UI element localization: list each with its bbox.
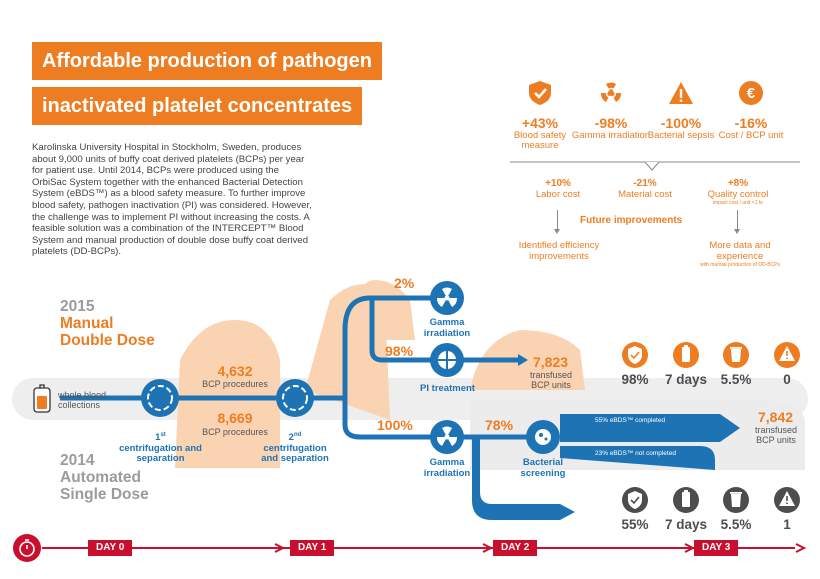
outcome-2014-shelf: 7 days (664, 517, 708, 532)
whole-blood-label: whole blood collections (58, 390, 107, 410)
step1-text: centrifugation and separation (119, 442, 202, 465)
screen-label: Bacterial screening (520, 457, 566, 479)
change-note: impact cost / unit <1 kr (712, 200, 764, 206)
future-left: Identified efficiency improvements (518, 240, 600, 262)
metric-value: -16% (734, 115, 768, 131)
outcome-2015-shelf: 7 days (664, 372, 708, 387)
procedures-2014-label: BCP procedures (202, 427, 268, 437)
metric-cost: € -16% Cost / BCP unit (708, 80, 794, 141)
metric-value: -98% (594, 115, 628, 131)
outcome-2014-discard: 5.5% (720, 517, 752, 532)
year-2015: 2015 (60, 298, 95, 315)
outcome-2014-sepsis: 1 (783, 517, 791, 532)
change-value: +10% (545, 178, 571, 189)
transfused-2014-label: transfused BCP units (754, 425, 798, 445)
year-2014-name: Automated Single Dose (60, 469, 149, 503)
radiation-icon (600, 82, 622, 102)
future-arrow-right (734, 210, 740, 234)
metric-value: +43% (521, 115, 559, 131)
ebds-completed-label: 55% eBDS™ completed (595, 417, 666, 424)
pi-pct: 98% (385, 343, 414, 359)
intro-paragraph: Karolinska University Hospital in Stockh… (32, 142, 312, 258)
change-label: Labor cost (535, 189, 581, 200)
change-labor: +10% Labor cost (518, 178, 598, 200)
transfused-2014: 7,842 (758, 409, 794, 425)
step1-ordinal: 1 (155, 432, 161, 444)
outcome-2015-safety: 98% (621, 372, 649, 387)
screen-pct: 78% (485, 417, 514, 433)
ebds-not-label: 23% eBDS™ not completed (595, 450, 676, 457)
shield-check-icon (529, 81, 551, 105)
gamma-pct-2015: 2% (394, 275, 415, 291)
timeline-day-2: DAY 2 (493, 540, 538, 556)
transfused-2015: 7,823 (533, 354, 569, 370)
title-line-1: Affordable production of pathogen (32, 42, 382, 80)
metric-label: Blood safety measure (513, 130, 567, 151)
future-right-text: More data and experience (709, 240, 771, 262)
procedures-2014: 8,669 (217, 410, 253, 426)
centrifuge-2-circle (276, 379, 314, 417)
outcome-2015-discard: 5.5% (720, 372, 752, 387)
step1-label: 1st centrifugation and separation (118, 430, 203, 465)
centrifuge-1-circle (141, 379, 179, 417)
change-material: -21% Material cost (605, 178, 685, 200)
hill-1 (175, 320, 280, 468)
step1-ordinal-suffix: st (160, 432, 166, 438)
no-ebds-label: 22% no eBDS™ (485, 493, 533, 500)
euro-icon: € (739, 81, 763, 105)
change-value: +8% (727, 178, 749, 189)
change-label: Quality control (707, 189, 769, 200)
warning-icon (669, 82, 693, 104)
svg-text:€: € (747, 85, 756, 102)
outcome-2014-safety: 55% (621, 517, 649, 532)
branch-2014 (342, 398, 432, 440)
metric-label: Bacterial sepsis (647, 130, 715, 141)
branch-pi (369, 298, 432, 363)
timeline-day-3: DAY 3 (694, 540, 739, 556)
title-line-2: inactivated platelet concentrates (32, 87, 363, 125)
step2-text: centrifugation and separation (261, 442, 329, 465)
change-value: -21% (633, 178, 657, 189)
step2-label: 2nd centrifugation and separation (255, 430, 335, 465)
year-2015-label: 2015 Manual Double Dose (60, 298, 170, 349)
gamma-2014-label: Gamma irradiation (423, 457, 471, 479)
year-2014-label: 2014 Automated Single Dose (60, 452, 160, 503)
timeline-day-1: DAY 1 (290, 540, 335, 556)
gamma-pct-2014: 100% (377, 417, 413, 433)
step2-ordinal: 2 (288, 432, 294, 444)
outcome-icons-2014 (622, 487, 800, 513)
gamma-2015-label: Gamma irradiation (423, 317, 471, 339)
metric-blood-safety: +43% Blood safety measure (497, 80, 583, 151)
hill-3 (340, 280, 415, 340)
future-arrow-left (554, 210, 560, 234)
transfused-2015-label: transfused BCP units (529, 370, 573, 390)
ebds-completed-arrow (560, 414, 740, 442)
year-2014: 2014 (60, 452, 95, 469)
change-qc: +8% Quality control impact cost / unit <… (693, 178, 783, 206)
timeline-day-0: DAY 0 (88, 540, 133, 556)
no-ebds-path (472, 437, 575, 520)
step2-ordinal-suffix: nd (293, 432, 302, 438)
future-right-note: with manual production of DD-BCPs (699, 262, 781, 268)
metric-value: -100% (660, 115, 702, 131)
procedures-2015-label: BCP procedures (202, 379, 268, 389)
year-2015-name: Manual Double Dose (60, 315, 155, 349)
procedures-2015: 4,632 (217, 363, 253, 379)
metric-sepsis: -100% Bacterial sepsis (638, 80, 724, 141)
pi-label: PI treatment (420, 383, 475, 394)
future-right: More data and experience with manual pro… (690, 240, 790, 268)
metric-label: Cost / BCP unit (718, 130, 784, 141)
metric-label: Gamma irradiation (571, 130, 651, 141)
outcome-2015-sepsis: 0 (783, 372, 791, 387)
pi-arrowhead (518, 354, 528, 366)
change-label: Material cost (618, 189, 672, 200)
future-improvements-title: Future improvements (580, 215, 683, 226)
metric-gamma: -98% Gamma irradiation (568, 80, 654, 141)
outcome-icons-2015 (622, 342, 800, 368)
ebds-not-arrow (560, 446, 715, 470)
